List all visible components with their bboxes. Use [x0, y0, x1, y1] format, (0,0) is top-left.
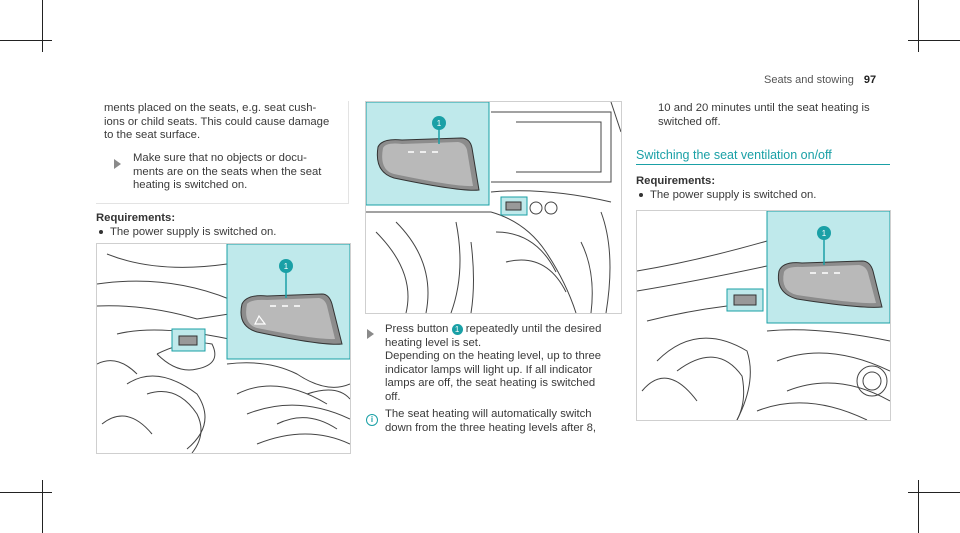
- requirement-item: The power supply is switched on.: [99, 226, 276, 240]
- callout-number: 1: [822, 229, 827, 238]
- note-box: [96, 101, 349, 204]
- text-line: Depending on the heating level, up to th…: [385, 350, 602, 363]
- requirements-heading: Requirements:: [96, 212, 176, 224]
- instruction-text: Make sure that no objects or docu- ments…: [133, 152, 321, 193]
- crop-mark: [0, 492, 52, 493]
- text-line: down from the three heating levels after…: [385, 421, 596, 434]
- info-icon: i: [366, 409, 378, 427]
- step-text: Press button 1 repeatedly until the desi…: [385, 323, 625, 405]
- crop-mark: [918, 0, 919, 52]
- text-line: The seat heating will automatically swit…: [385, 408, 592, 420]
- crop-mark: [42, 480, 43, 533]
- page-number: 97: [863, 74, 877, 86]
- door-panel-figure: 1: [96, 243, 351, 454]
- crop-mark: [908, 492, 960, 493]
- step-first-line: Press button 1 repeatedly until the desi…: [385, 323, 602, 335]
- text-line: switched off.: [658, 115, 721, 128]
- door-interior-figure: 1: [365, 101, 622, 314]
- arrow-icon: [114, 156, 121, 174]
- crop-mark: [42, 0, 43, 52]
- bullet-icon: [99, 230, 103, 235]
- text-line: indicator lamps will light up. If all in…: [385, 363, 593, 376]
- section-title: Seats and stowing: [764, 74, 854, 86]
- text-line: ments placed on the seats, e.g. seat cus…: [104, 102, 317, 114]
- intro-text: ments placed on the seats, e.g. seat cus…: [104, 102, 329, 143]
- text-line: off.: [385, 390, 401, 403]
- door-illustration: 1: [637, 211, 890, 420]
- crop-mark: [0, 40, 52, 41]
- text-line: ions or child seats. This could cause da…: [104, 115, 330, 128]
- bullet-icon: [639, 193, 643, 198]
- text-line: lamps are off, the seat heating is switc…: [385, 377, 596, 390]
- door-illustration: 1: [366, 102, 621, 313]
- page-header: Seats and stowing 97: [764, 74, 876, 86]
- text-line: ments are on the seats when the seat: [133, 165, 322, 178]
- crop-mark: [918, 480, 919, 533]
- crop-mark: [908, 40, 960, 41]
- arrow-icon: [367, 326, 374, 344]
- ventilation-door-figure: 1: [636, 210, 891, 421]
- continued-text: 10 and 20 minutes until the seat heating…: [658, 102, 870, 129]
- text-line: to the seat surface.: [104, 129, 201, 142]
- text-line: heating level is set.: [385, 336, 482, 349]
- callout-number: 1: [284, 262, 289, 271]
- door-illustration: 1: [97, 244, 350, 453]
- requirement-item: The power supply is switched on.: [639, 189, 816, 203]
- section-rule: [636, 164, 890, 165]
- text-line: 10 and 20 minutes until the seat heating…: [658, 102, 870, 114]
- section-heading: Switching the seat ventilation on/off: [636, 148, 832, 162]
- note-text: The seat heating will automatically swit…: [385, 408, 596, 435]
- requirements-heading: Requirements:: [636, 175, 716, 187]
- callout-number: 1: [437, 119, 442, 128]
- text-line: Make sure that no objects or docu-: [133, 152, 307, 164]
- callout-badge: 1: [451, 323, 463, 335]
- text-line: heating is switched on.: [133, 179, 248, 192]
